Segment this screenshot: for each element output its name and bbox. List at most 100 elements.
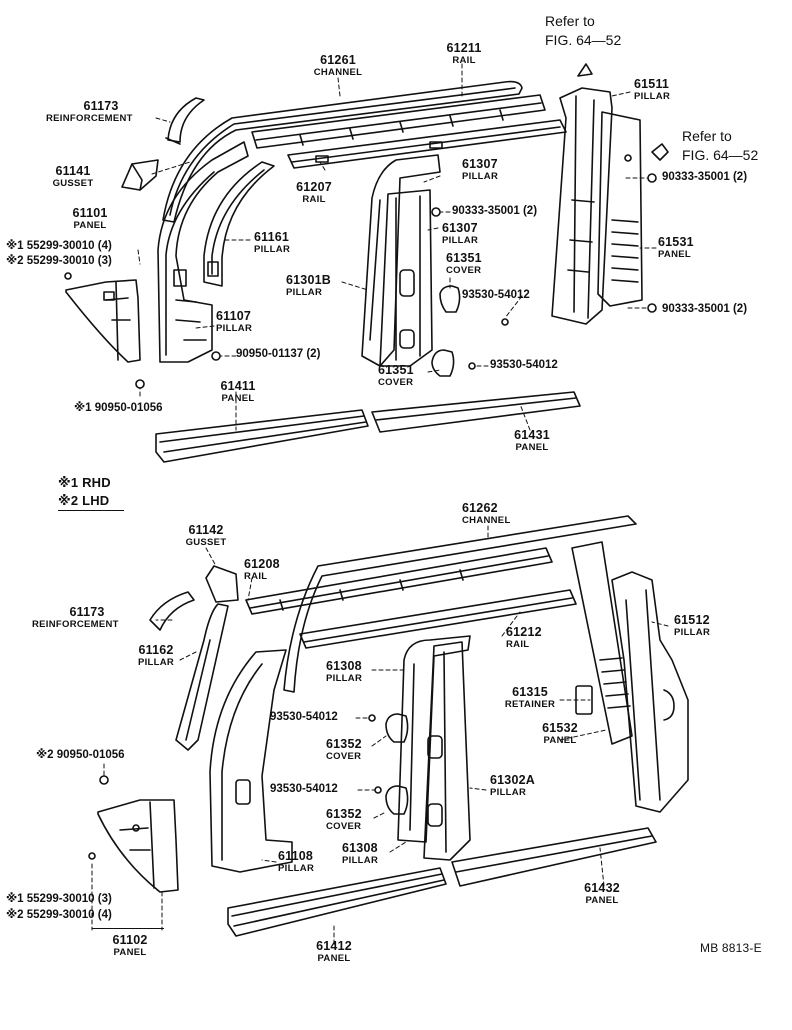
label-61308-b-name: PILLAR bbox=[342, 855, 379, 866]
part-61351-cover-b bbox=[431, 349, 455, 377]
part-61161-pillar bbox=[203, 161, 275, 287]
label-61102-name: PANEL bbox=[113, 947, 147, 958]
label-93530-c: 93530-54012 bbox=[270, 711, 338, 723]
label-61307-a: 61307 bbox=[462, 157, 498, 171]
label-55299-c: ※1 55299-30010 (3) bbox=[6, 893, 112, 905]
fastener-93530-c bbox=[368, 714, 376, 722]
part-61211-rail bbox=[251, 94, 546, 149]
fastener-93530-a bbox=[501, 318, 509, 326]
refer-fig-top: FIG. 64—52 bbox=[545, 32, 622, 48]
part-61173b-reinforcement bbox=[149, 591, 195, 631]
label-61173-a: 61173 bbox=[83, 99, 119, 113]
label-61262: 61262 bbox=[462, 501, 498, 515]
part-61108-pillar bbox=[209, 649, 293, 873]
label-61352-b: 61352 bbox=[326, 807, 362, 821]
label-90333-b: 90333-35001 (2) bbox=[662, 303, 748, 315]
fastener-90333-b bbox=[647, 173, 657, 183]
fastener-90950-c bbox=[99, 775, 109, 785]
label-90950-c: ※2 90950-01056 bbox=[36, 749, 125, 761]
label-61208: 61208 bbox=[244, 557, 280, 571]
label-61108: 61108 bbox=[278, 849, 314, 863]
label-61173-b: 61173 bbox=[69, 605, 105, 619]
part-61308-pillar bbox=[397, 635, 471, 843]
label-90333-c: 90333-35001 (2) bbox=[662, 171, 748, 183]
label-61432-name: PANEL bbox=[585, 895, 619, 906]
legend-lhd: ※2 LHD bbox=[58, 493, 110, 508]
label-61211-name: RAIL bbox=[452, 55, 476, 66]
label-61102: 61102 bbox=[112, 933, 148, 947]
label-61162-name: PILLAR bbox=[137, 657, 175, 668]
part-61531-panel bbox=[597, 111, 643, 307]
label-61173-b-name: REINFORCEMENT bbox=[32, 619, 119, 630]
part-61212-rail bbox=[299, 589, 577, 649]
label-61351-b: 61351 bbox=[378, 363, 414, 377]
label-93530-a: 93530-54012 bbox=[462, 289, 530, 301]
bracket-55299 bbox=[92, 928, 164, 929]
label-61261-name: CHANNEL bbox=[313, 67, 363, 78]
label-61142-name: GUSSET bbox=[185, 537, 227, 548]
leader-lines bbox=[91, 63, 669, 945]
label-61107-name: PILLAR bbox=[216, 323, 253, 334]
part-61532-panel bbox=[571, 541, 633, 745]
label-61512-name: PILLAR bbox=[674, 627, 711, 638]
part-61352-cover-b bbox=[385, 785, 409, 815]
part-61107-pillar bbox=[157, 141, 249, 363]
label-61412-name: PANEL bbox=[317, 953, 351, 964]
label-61307-a-name: PILLAR bbox=[462, 171, 499, 182]
label-61211: 61211 bbox=[446, 41, 482, 55]
part-61352-cover-a bbox=[385, 713, 409, 743]
label-55299-b: ※2 55299-30010 (3) bbox=[6, 255, 112, 267]
label-61307-b: 61307 bbox=[442, 221, 478, 235]
label-61101-name: PANEL bbox=[73, 220, 107, 231]
part-61208-rail bbox=[245, 547, 553, 615]
fastener-90333-a bbox=[431, 207, 441, 217]
label-61107: 61107 bbox=[216, 309, 252, 323]
clip-refer-top bbox=[577, 63, 593, 77]
label-61307-b-name: PILLAR bbox=[442, 235, 479, 246]
part-61101-panel bbox=[65, 279, 141, 363]
fastener-93530-d bbox=[374, 786, 382, 794]
part-61351-cover-a bbox=[439, 285, 461, 313]
legend-underline bbox=[58, 510, 124, 511]
part-61262-channel bbox=[283, 515, 637, 693]
part-61512-pillar bbox=[611, 571, 689, 813]
part-61173-reinforcement bbox=[165, 97, 205, 145]
part-61411-panel bbox=[155, 409, 369, 463]
refer-to-top: Refer to bbox=[545, 13, 595, 29]
label-55299-d: ※2 55299-30010 (4) bbox=[6, 909, 112, 921]
fastener-93530-b bbox=[468, 362, 476, 370]
label-61315-name: RETAINER bbox=[504, 699, 556, 710]
label-61411-name: PANEL bbox=[221, 393, 255, 404]
label-61301b-name: PILLAR bbox=[286, 287, 323, 298]
label-61261: 61261 bbox=[320, 53, 356, 67]
clip-refer-right bbox=[651, 143, 669, 161]
part-61261-channel bbox=[162, 80, 523, 223]
label-61511: 61511 bbox=[634, 77, 670, 91]
part-61102-panel bbox=[97, 799, 179, 893]
label-61352-a: 61352 bbox=[326, 737, 362, 751]
part-61412-panel bbox=[227, 867, 447, 937]
part-61141-gusset bbox=[121, 159, 159, 191]
part-61431-panel bbox=[371, 391, 581, 433]
label-61301b: 61301B bbox=[286, 273, 331, 287]
label-61352-a-name: COVER bbox=[326, 751, 362, 762]
label-61162: 61162 bbox=[138, 643, 174, 657]
part-61301b-pillar bbox=[361, 154, 441, 367]
part-61207-rail bbox=[287, 119, 567, 169]
label-61302a-name: PILLAR bbox=[490, 787, 527, 798]
label-61142: 61142 bbox=[188, 523, 224, 537]
label-61431: 61431 bbox=[514, 428, 550, 442]
label-90950-a: 90950-01137 (2) bbox=[236, 348, 321, 360]
label-61207: 61207 bbox=[296, 180, 332, 194]
legend-rhd: ※1 RHD bbox=[58, 475, 111, 490]
label-61351-b-name: COVER bbox=[378, 377, 414, 388]
label-61108-name: PILLAR bbox=[278, 863, 315, 874]
figure-code: MB 8813-E bbox=[700, 941, 762, 955]
refer-fig-right: FIG. 64—52 bbox=[682, 147, 759, 163]
label-61511-name: PILLAR bbox=[634, 91, 671, 102]
label-61208-name: RAIL bbox=[244, 571, 268, 582]
label-61161: 61161 bbox=[254, 230, 290, 244]
label-61262-name: CHANNEL bbox=[462, 515, 511, 526]
label-61431-name: PANEL bbox=[515, 442, 549, 453]
refer-to-right: Refer to bbox=[682, 128, 732, 144]
